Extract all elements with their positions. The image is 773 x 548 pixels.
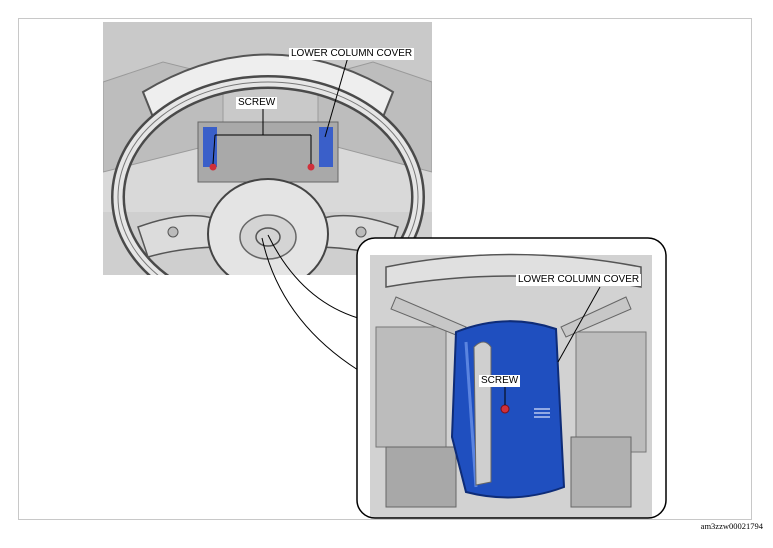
- steering-wheel-view: SCREW LOWER COLUMN COVER: [103, 22, 432, 275]
- detail-lower-column-cover-label: LOWER COLUMN COVER: [516, 274, 642, 286]
- detail-illustration: [356, 237, 667, 519]
- steering-wheel-illustration: [103, 22, 432, 275]
- figure-code: am3zzw00021794: [700, 521, 763, 531]
- lower-column-cover-detail: LOWER COLUMN COVER SCREW: [356, 237, 667, 519]
- detail-screw-label: SCREW: [479, 375, 521, 387]
- lower-column-cover-label: LOWER COLUMN COVER: [289, 48, 415, 60]
- screw-label: SCREW: [236, 97, 278, 109]
